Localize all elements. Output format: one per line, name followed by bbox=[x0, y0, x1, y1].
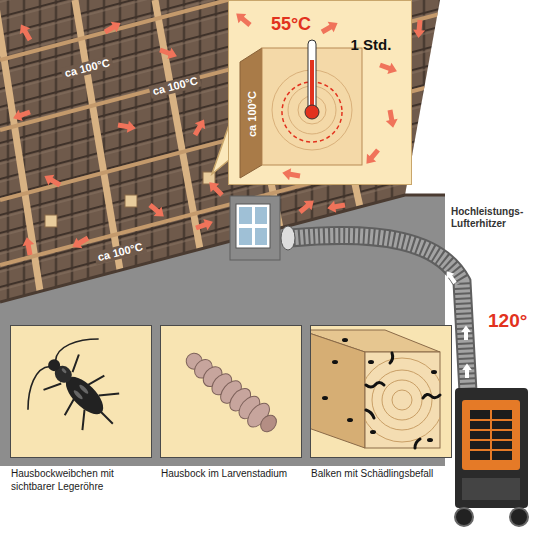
temperature-value: 120° bbox=[488, 310, 527, 332]
heater-grille bbox=[470, 410, 512, 460]
tunnels bbox=[366, 353, 440, 448]
bore-hole bbox=[431, 370, 437, 374]
larva-head bbox=[257, 412, 279, 435]
wood-ring bbox=[382, 380, 422, 420]
wheel bbox=[455, 508, 473, 526]
heat-arrow bbox=[319, 18, 341, 37]
bore-holes bbox=[322, 338, 437, 442]
purlin-end bbox=[125, 195, 137, 207]
eave bbox=[0, 195, 445, 302]
temperature-label: ca 100°C bbox=[60, 56, 114, 81]
heat-arrow bbox=[69, 233, 91, 252]
heat-arrow bbox=[205, 178, 226, 199]
heater-body bbox=[455, 388, 528, 508]
thermometer-column bbox=[310, 60, 314, 110]
bore-hole bbox=[342, 338, 348, 342]
heat-arrow bbox=[41, 171, 63, 190]
device-label: Hochleistungs-Lufterhitzer bbox=[451, 206, 533, 229]
head bbox=[46, 357, 63, 374]
bore-hole bbox=[322, 396, 328, 400]
roof bbox=[0, 0, 440, 302]
heat-arrow bbox=[102, 18, 124, 37]
grille-bars bbox=[470, 410, 512, 460]
heat-arrow bbox=[378, 59, 399, 76]
wood-rings bbox=[365, 358, 440, 442]
caption: Balken mit Schädlingsbefall bbox=[311, 468, 457, 481]
heat-arrow bbox=[194, 216, 215, 233]
heat-arrow bbox=[384, 109, 399, 129]
ovipositor bbox=[101, 412, 113, 424]
beam-side bbox=[310, 330, 365, 448]
callout-pointer bbox=[212, 125, 229, 174]
heat-arrow bbox=[412, 19, 426, 38]
purlin-end bbox=[45, 215, 57, 227]
bore-hole bbox=[370, 430, 376, 434]
marking bbox=[73, 389, 84, 400]
heat-arrow bbox=[190, 116, 209, 138]
air-arrow bbox=[461, 326, 471, 340]
heat-arrow bbox=[296, 196, 318, 217]
heat-arrow bbox=[362, 146, 383, 168]
callout-ground bbox=[228, 0, 412, 185]
window-frame bbox=[236, 204, 270, 248]
wheel bbox=[510, 508, 528, 526]
beam-side bbox=[240, 48, 262, 178]
heater-base bbox=[462, 478, 520, 500]
panel-ground bbox=[160, 325, 302, 458]
caption: Hausbock im Larvenstadium bbox=[161, 468, 307, 481]
heat-arrow bbox=[117, 119, 137, 134]
thermometer-bulb bbox=[305, 105, 319, 119]
dormer bbox=[230, 196, 280, 260]
image-panel: Balken mit Schädlingsbefall bbox=[310, 325, 452, 458]
temperature-label: ca 100°C bbox=[148, 74, 202, 99]
heat-arrow bbox=[16, 21, 35, 43]
beetle bbox=[15, 326, 149, 460]
bore-hole bbox=[332, 360, 338, 364]
heater-front bbox=[462, 400, 520, 470]
roof-timber bbox=[0, 0, 440, 291]
wood-ring bbox=[372, 370, 432, 430]
duration-value: 1 Std. bbox=[351, 37, 392, 54]
bore-hole bbox=[347, 418, 353, 422]
air-arrow bbox=[443, 268, 459, 285]
heat-arrow bbox=[11, 106, 32, 123]
air-arrow bbox=[462, 364, 472, 378]
image-panel: Hausbock im Larvenstadium bbox=[160, 325, 302, 458]
window-glass bbox=[255, 207, 267, 224]
temperature-label: ca 100°C bbox=[93, 240, 147, 265]
callout-box: 55°C 1 Std. ca 100°C bbox=[228, 0, 412, 185]
marking bbox=[78, 384, 89, 395]
rafter bbox=[0, 0, 40, 291]
marking bbox=[61, 368, 67, 374]
thermometer bbox=[308, 40, 316, 110]
hose-inlet bbox=[281, 226, 295, 250]
heat-arrow bbox=[281, 167, 301, 182]
image-panel: Hausbockweibchen mit sichtbarer Legeröhr… bbox=[10, 325, 152, 458]
window-glass bbox=[239, 228, 252, 245]
heat-arrow bbox=[158, 44, 179, 61]
wood-ring bbox=[392, 390, 412, 410]
heat-arrow bbox=[232, 9, 254, 30]
legs bbox=[41, 352, 120, 431]
temperature-label: ca 100°C bbox=[246, 91, 258, 137]
beam-end bbox=[262, 48, 362, 165]
heat-arrow bbox=[146, 200, 168, 221]
bore-hole bbox=[368, 360, 374, 364]
bore-hole bbox=[427, 438, 433, 442]
heat-arrow bbox=[326, 199, 346, 214]
panel-ground bbox=[10, 325, 152, 458]
callout-arrows bbox=[232, 9, 399, 182]
window-glass bbox=[255, 228, 267, 245]
window-glass bbox=[239, 207, 252, 224]
caption: Hausbockweibchen mit sichtbarer Legeröhr… bbox=[11, 468, 157, 493]
heat-arrow bbox=[21, 236, 36, 256]
larva bbox=[179, 345, 283, 438]
infested-beam bbox=[310, 330, 444, 448]
temperature-value: 55°C bbox=[271, 15, 311, 35]
wood-ring bbox=[365, 358, 440, 442]
